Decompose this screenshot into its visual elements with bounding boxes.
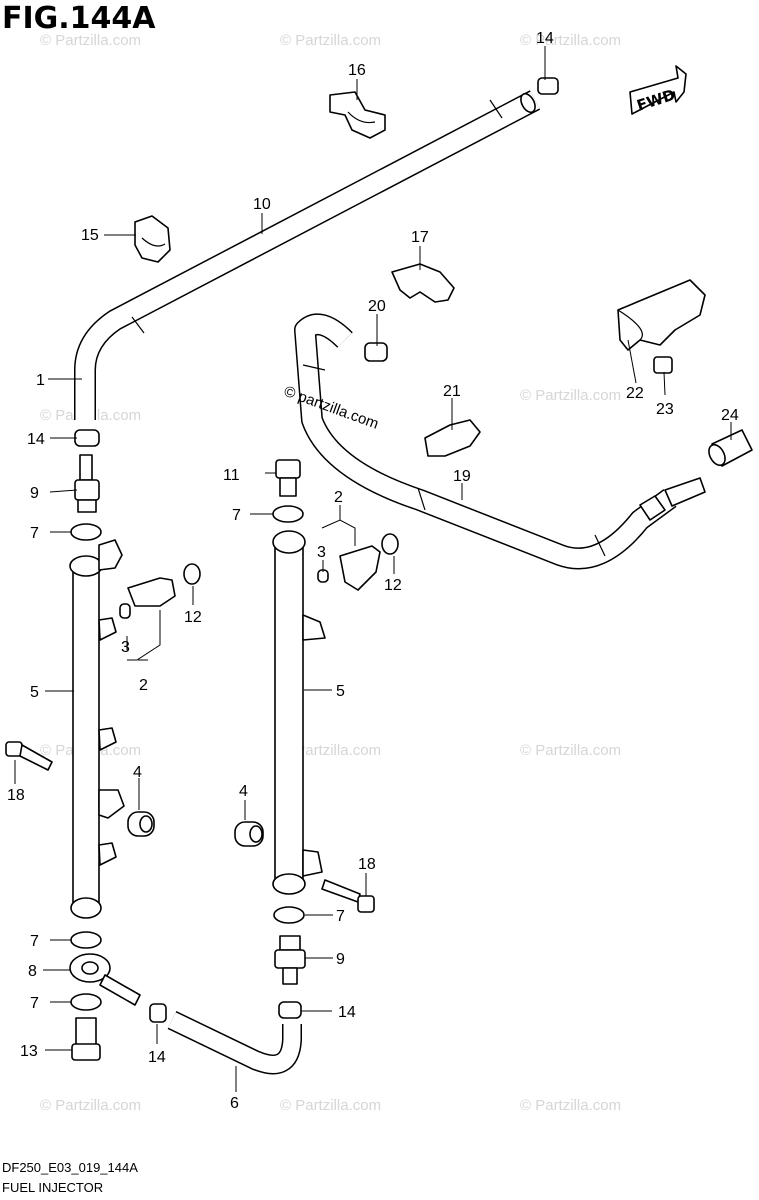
callout-12: 12 (384, 577, 402, 594)
bolt-13 (71, 1017, 101, 1061)
forward-direction-arrow: FWD (629, 65, 687, 115)
clip-14-upper-left (74, 429, 100, 447)
watermark: © Partzilla.com (520, 32, 621, 49)
callout-19: 19 (453, 468, 471, 485)
callout-2: 2 (139, 677, 148, 694)
watermark: © Partzilla.com (280, 32, 381, 49)
callout-14: 14 (148, 1049, 166, 1066)
callout-8: 8 (28, 963, 37, 980)
bolt-18-right (321, 879, 375, 913)
clip-14-top (537, 77, 559, 95)
watermark: © Partzilla.com (40, 32, 141, 49)
callout-17: 17 (411, 229, 429, 246)
leader-lines (14, 46, 732, 1092)
watermark: © Partzilla.com (520, 1097, 621, 1114)
callout-14: 14 (338, 1004, 356, 1021)
fuel-hose-19 (294, 313, 677, 570)
callout-23: 23 (656, 401, 674, 418)
bolt-23 (653, 356, 673, 374)
fuel-injector-left (119, 577, 176, 619)
callout-20: 20 (368, 298, 386, 315)
clip-14-lower-right (278, 1001, 302, 1019)
callout-2: 2 (334, 489, 343, 506)
bolt-18-left (5, 741, 53, 771)
callout-11: 11 (223, 467, 240, 484)
washer-7e (70, 993, 102, 1011)
callout-14: 14 (536, 30, 554, 47)
fuel-rail-right (272, 530, 326, 895)
callout-1: 1 (36, 372, 45, 389)
callout-9: 9 (336, 951, 345, 968)
washer-7a (70, 523, 102, 541)
callout-10: 10 (253, 196, 271, 213)
watermarks: © Partzilla.com © Partzilla.com © Partzi… (40, 32, 621, 1114)
fuel-rail-left (69, 539, 125, 919)
o-ring-12-right (381, 533, 399, 555)
callout-12: 12 (184, 609, 202, 626)
hose-clamp-17 (391, 263, 455, 303)
hose-clamp-16 (329, 91, 386, 139)
figure-title: FIG.144A (2, 1, 156, 36)
fitting-9-top (74, 454, 100, 513)
spacer-4-left (127, 811, 155, 837)
callout-24: 24 (721, 407, 739, 424)
callout-7: 7 (232, 507, 241, 524)
watermark: © Partzilla.com (280, 742, 381, 759)
clip-20 (364, 342, 388, 362)
watermark: © Partzilla.com (280, 1097, 381, 1114)
callout-15: 15 (81, 227, 99, 244)
callout-9: 9 (30, 485, 39, 502)
callout-7: 7 (30, 525, 39, 542)
callout-18: 18 (358, 856, 376, 873)
callout-7: 7 (30, 933, 39, 950)
callout-14: 14 (27, 431, 45, 448)
footer-code: DF250_E03_019_144A (2, 1160, 138, 1175)
banjo-fitting-8 (69, 953, 141, 1006)
watermark: © Partzilla.com (40, 1097, 141, 1114)
washer-7b (272, 505, 304, 523)
callout-4: 4 (133, 764, 142, 781)
washer-7c (273, 906, 305, 924)
clip-21 (424, 419, 481, 457)
callout-4: 4 (239, 783, 248, 800)
clip-14-lower-left (149, 1003, 167, 1023)
callout-6: 6 (230, 1095, 239, 1112)
fuel-injector-right (317, 545, 381, 591)
center-watermark: © partzilla.com (282, 383, 381, 433)
o-ring-12-left (183, 563, 201, 585)
callout-13: 13 (20, 1043, 38, 1060)
washer-7d (70, 931, 102, 949)
watermark: © Partzilla.com (520, 742, 621, 759)
bracket-22 (617, 279, 706, 351)
fuel-hose-6 (167, 1010, 302, 1075)
callout-7: 7 (336, 908, 345, 925)
callout-5: 5 (30, 684, 39, 701)
footer-name: FUEL INJECTOR (2, 1180, 103, 1195)
fitting-9-bottom (274, 935, 306, 985)
fuel-hose-10 (74, 90, 541, 420)
callout-labels: 1 10 15 16 14 17 20 21 19 22 23 24 14 9 … (7, 30, 739, 1112)
hose-clamp-15 (134, 215, 171, 263)
callout-5: 5 (336, 683, 345, 700)
callout-18: 18 (7, 787, 25, 804)
protector-24 (708, 429, 753, 467)
callout-22: 22 (626, 385, 644, 402)
watermark: © Partzilla.com (520, 387, 621, 404)
plug-11 (275, 459, 301, 497)
callout-7: 7 (30, 995, 39, 1012)
callout-3: 3 (317, 544, 326, 561)
callout-21: 21 (443, 383, 461, 400)
spacer-4-right (234, 821, 264, 847)
quick-connector (639, 477, 706, 521)
callout-16: 16 (348, 62, 366, 79)
callout-3: 3 (121, 639, 130, 656)
